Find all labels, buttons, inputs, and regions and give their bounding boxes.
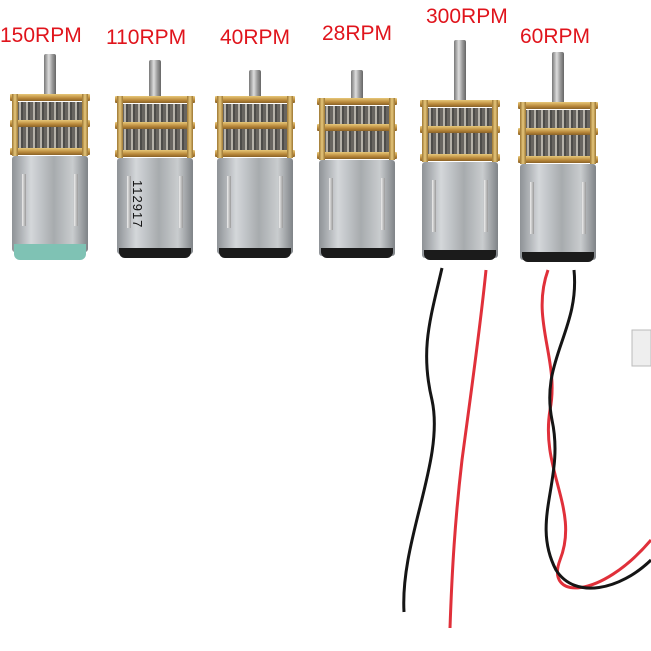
motor-body xyxy=(12,156,88,252)
shaft xyxy=(552,52,564,104)
end-cap xyxy=(321,248,393,258)
motor-300rpm xyxy=(420,40,500,270)
label-28rpm: 28RPM xyxy=(322,22,393,45)
motor-body xyxy=(520,164,596,260)
motor-150rpm xyxy=(10,54,90,274)
motor-28rpm xyxy=(317,70,397,270)
label-150rpm: 150RPM xyxy=(0,24,82,47)
end-cap xyxy=(522,252,594,262)
label-40rpm: 40RPM xyxy=(220,26,291,49)
motor-body xyxy=(319,160,395,256)
gearbox xyxy=(10,94,90,156)
wire-black-60 xyxy=(544,269,651,590)
wire-black-300 xyxy=(402,267,444,613)
connector xyxy=(631,329,651,367)
shaft xyxy=(149,60,161,96)
end-cap xyxy=(14,244,86,260)
end-cap xyxy=(219,248,291,258)
motor-body xyxy=(217,158,293,254)
wire-red-300 xyxy=(448,269,488,629)
motor-60rpm xyxy=(518,52,598,272)
gearbox xyxy=(518,102,598,164)
label-60rpm: 60RPM xyxy=(520,25,591,48)
gearbox xyxy=(420,100,500,162)
shaft xyxy=(454,40,466,102)
end-cap xyxy=(424,250,496,260)
shaft xyxy=(44,54,56,96)
motor-40rpm xyxy=(215,70,295,270)
shaft xyxy=(351,70,363,100)
end-cap xyxy=(119,248,191,258)
wire-red-60 xyxy=(540,269,651,590)
motor-110rpm: 112917 xyxy=(115,60,195,270)
label-300rpm: 300RPM xyxy=(426,5,508,28)
printed-code: 112917 xyxy=(130,180,145,229)
shaft xyxy=(249,70,261,98)
gearbox xyxy=(115,96,195,158)
gearbox xyxy=(215,96,295,158)
gearbox xyxy=(317,98,397,160)
motor-body xyxy=(422,162,498,258)
motor-body: 112917 xyxy=(117,158,193,254)
label-110rpm: 110RPM xyxy=(106,26,187,49)
